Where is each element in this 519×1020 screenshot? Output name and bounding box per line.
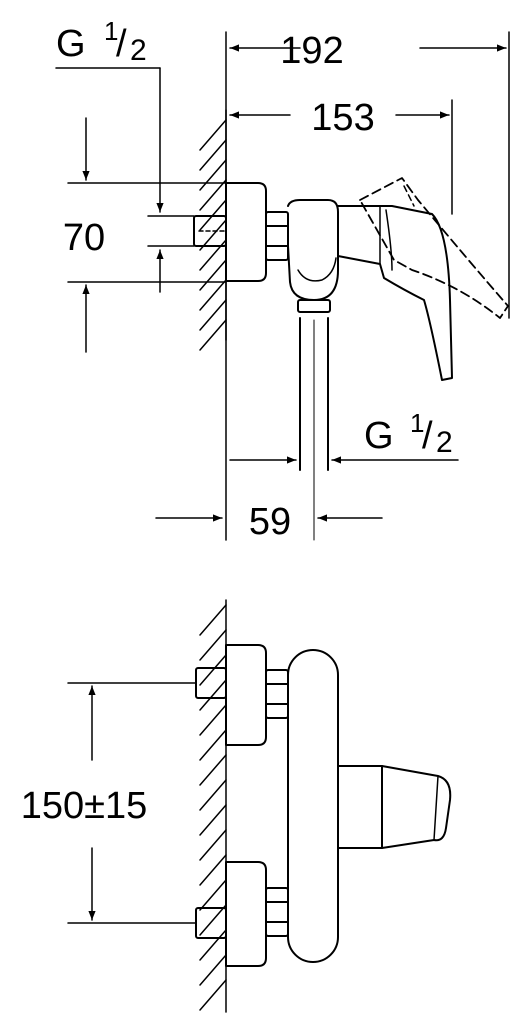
dimension-70: [67, 117, 227, 353]
side-view: [55, 31, 510, 541]
wall-flange: [225, 182, 267, 282]
outlet-thread-base: G: [364, 415, 394, 457]
label-inlet-thread: G 1 / 2: [56, 16, 147, 67]
outlet-thread-leader: [225, 281, 459, 541]
outlet-thread-den: 2: [436, 426, 453, 459]
inlet-thread-slash: /: [116, 23, 127, 65]
inlet-thread-leader: [55, 67, 195, 293]
wall-hatching-bottom: [199, 599, 227, 1013]
lever-solid: [337, 205, 453, 381]
label-outlet-thread: G 1 / 2: [364, 408, 453, 459]
dimension-150: [67, 682, 197, 924]
dimension-153: [229, 99, 453, 215]
handle-front: [337, 765, 452, 849]
label-59: 59: [249, 501, 291, 543]
hex-nut-top: [265, 211, 289, 261]
label-192: 192: [280, 30, 343, 72]
mixer-body-front: [287, 649, 339, 963]
inlet-thread-base: G: [56, 23, 86, 65]
outlet-thread-slash: /: [422, 415, 433, 457]
upper-nut: [265, 669, 289, 719]
label-153: 153: [311, 97, 374, 139]
mixer-body-side: [287, 199, 339, 301]
lever-dashed-open: [359, 177, 509, 319]
lower-flange: [225, 861, 267, 967]
inlet-thread-num: 1: [104, 16, 118, 46]
outlet-thread-num: 1: [410, 408, 424, 438]
inlet-thread-den: 2: [130, 34, 147, 67]
label-70: 70: [63, 217, 105, 259]
label-150-tolerance: 150±15: [21, 785, 148, 827]
lower-nut: [265, 887, 289, 937]
upper-flange: [225, 644, 267, 746]
outlet-connector: [297, 299, 331, 313]
dimension-192: [225, 31, 510, 319]
wall-hatching-top: [199, 109, 227, 351]
front-view: [67, 599, 452, 1013]
